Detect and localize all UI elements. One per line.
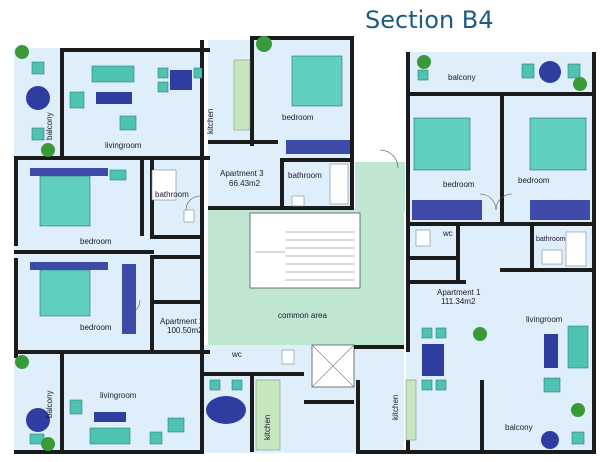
bed	[39, 175, 91, 227]
apartment-1-area: 111.34m2	[441, 297, 476, 306]
kitchen-counter	[233, 59, 251, 131]
room-label-bathroom: bathroom	[536, 236, 566, 243]
room-label-balcony: balcony	[45, 112, 54, 140]
kitchen-counter	[255, 379, 281, 451]
coffee-table	[94, 412, 126, 422]
plant-icon	[41, 143, 55, 157]
furniture	[26, 55, 590, 451]
apartment-2-name: Apartment 2	[160, 317, 204, 326]
plant-icon	[573, 77, 587, 91]
room-label-bedroom: bedroom	[80, 323, 112, 332]
stair-core	[249, 212, 361, 289]
room-label-livingroom: livingroom	[100, 391, 137, 400]
coffee-table	[96, 92, 132, 104]
doors	[125, 149, 513, 315]
room-label-kitchen: kitchen	[206, 109, 215, 134]
plant-icon	[256, 36, 272, 52]
walls	[14, 36, 596, 454]
balcony-table	[26, 86, 50, 110]
common-area-zone	[208, 162, 405, 388]
room-label-bedroom: bedroom	[443, 180, 475, 189]
room-labels: livingroom bedroom bedroom bathroom bedr…	[45, 73, 566, 440]
dining-table	[170, 70, 192, 90]
sofa	[91, 65, 135, 83]
room-label-bedroom: bedroom	[518, 176, 550, 185]
stair-lines	[255, 231, 355, 281]
sofa	[89, 427, 131, 445]
plants	[15, 36, 587, 451]
plant-icon	[15, 45, 29, 59]
plant-icon	[571, 403, 585, 417]
bed	[291, 55, 343, 107]
bed	[529, 117, 587, 171]
dining-table	[422, 344, 444, 376]
dining-table	[206, 396, 246, 424]
section-title: Section B4	[365, 6, 494, 34]
room-label-livingroom: livingroom	[105, 141, 142, 150]
coffee-table	[544, 334, 558, 368]
room-label-kitchen: kitchen	[263, 415, 272, 440]
bed	[39, 269, 91, 317]
apartment-1-name: Apartment 1	[437, 288, 481, 297]
armchair	[119, 115, 137, 131]
balcony-table	[539, 61, 561, 83]
room-label-wc: wc	[231, 350, 242, 359]
bathtub	[151, 169, 177, 201]
room-label-balcony: balcony	[448, 73, 476, 82]
room-label-bedroom: bedroom	[80, 237, 112, 246]
plant-icon	[417, 55, 431, 69]
room-label-common-area: common area	[278, 311, 327, 320]
sofa	[567, 325, 589, 369]
room-label-bedroom: bedroom	[282, 113, 314, 122]
room-label-balcony: balcony	[505, 423, 533, 432]
apartment-3-area: 66.43m2	[229, 179, 261, 188]
plant-icon	[41, 437, 55, 451]
armchair	[69, 91, 85, 109]
room-label-bathroom: bathroom	[288, 171, 322, 180]
plant-icon	[473, 327, 487, 341]
kitchen-counter	[405, 379, 417, 441]
room-label-bathroom: bathroom	[155, 190, 189, 199]
room-label-balcony: balcony	[45, 390, 54, 418]
room-label-livingroom: livingroom	[526, 315, 563, 324]
room-label-wc: wc	[442, 229, 453, 238]
plant-icon	[15, 355, 29, 369]
bed	[413, 117, 471, 171]
balcony-table	[26, 408, 50, 432]
apartment-3-name: Apartment 3	[220, 169, 264, 178]
apartment-2-area: 100.50m2	[167, 326, 203, 335]
room-label-kitchen: kitchen	[391, 395, 400, 420]
